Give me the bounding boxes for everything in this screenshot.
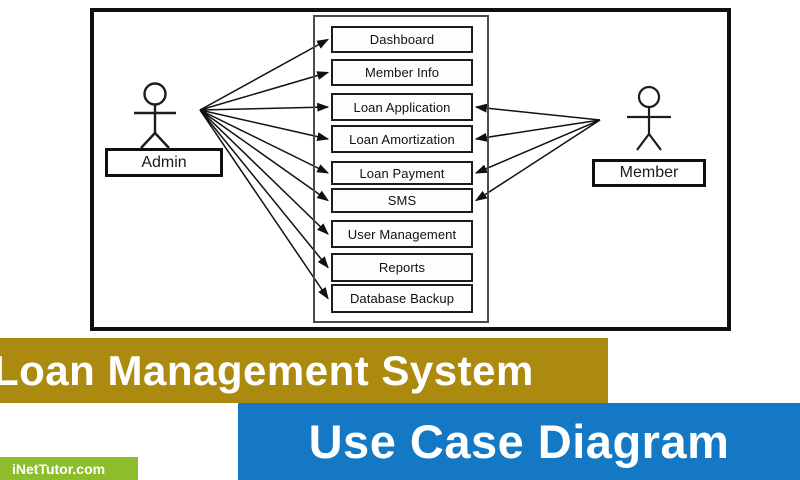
use-case-reports: Reports <box>331 253 473 282</box>
admin-to-member-info-arrow <box>199 71 330 111</box>
member-to-loan-amortization-arrow <box>474 119 601 142</box>
use-case-user-management: User Management <box>331 220 473 248</box>
admin-actor-label: Admin <box>105 148 223 177</box>
use-case-loan-application: Loan Application <box>331 93 473 121</box>
member-to-loan-application-arrow <box>474 103 601 121</box>
use-case-database-backup: Database Backup <box>331 284 473 313</box>
watermark-strip: iNetTutor.com <box>0 457 138 480</box>
admin-to-dashboard-arrow <box>199 38 330 111</box>
admin-to-reports-arrow <box>199 109 329 269</box>
member-actor-label: Member <box>592 159 706 187</box>
use-case-loan-amortization: Loan Amortization <box>331 125 473 153</box>
admin-to-sms-arrow <box>199 109 329 202</box>
use-case-dashboard: Dashboard <box>331 26 473 53</box>
subtitle-banner: Use Case Diagram <box>238 403 800 480</box>
admin-to-loan-amortization-arrow <box>199 109 330 142</box>
admin-actor-icon <box>134 82 176 149</box>
use-case-sms: SMS <box>331 188 473 213</box>
use-case-member-info: Member Info <box>331 59 473 86</box>
admin-to-loan-payment-arrow <box>199 109 330 174</box>
member-to-loan-payment-arrow <box>474 119 601 174</box>
title-banner: Loan Management System <box>0 338 608 403</box>
use-case-loan-payment: Loan Payment <box>331 161 473 185</box>
system-boundary <box>313 15 489 323</box>
admin-to-user-management-arrow <box>199 109 329 235</box>
member-to-sms-arrow <box>474 119 601 202</box>
admin-to-loan-application-arrow <box>199 102 330 112</box>
watermark-text: iNetTutor.com <box>12 460 106 477</box>
admin-to-database-backup-arrow <box>199 109 329 300</box>
subtitle-text: Use Case Diagram <box>308 415 730 468</box>
member-actor-icon <box>627 85 671 151</box>
title-text: Loan Management System <box>0 346 534 394</box>
